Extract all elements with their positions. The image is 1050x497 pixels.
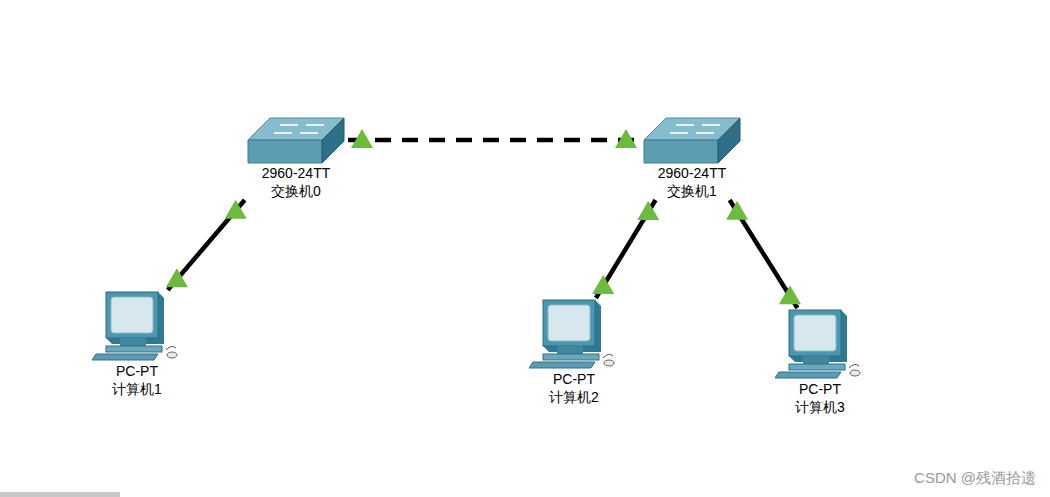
- link-light: [351, 129, 373, 148]
- link-light: [726, 201, 748, 220]
- device-name: 计算机1: [90, 380, 184, 398]
- switch-device: 2960-24TT交换机1: [640, 116, 744, 200]
- device-name: 计算机3: [773, 398, 867, 416]
- pc-icon: [775, 308, 865, 380]
- device-name: 计算机2: [527, 388, 621, 406]
- pc-device: PC-PT计算机2: [527, 298, 621, 406]
- device-model: PC-PT: [773, 380, 867, 398]
- link-light: [637, 201, 659, 220]
- link-light: [225, 200, 247, 219]
- pc-icon: [92, 290, 182, 362]
- scrollbar: [0, 492, 120, 497]
- device-name: 交换机1: [640, 182, 744, 200]
- crossover-cable: [348, 138, 640, 143]
- device-name: 交换机0: [244, 182, 348, 200]
- device-model: 2960-24TT: [244, 164, 348, 182]
- pc-device: PC-PT计算机3: [773, 308, 867, 416]
- device-model: PC-PT: [527, 370, 621, 388]
- pc-icon: [529, 298, 619, 370]
- link-light: [166, 268, 188, 287]
- pc-device: PC-PT计算机1: [90, 290, 184, 398]
- device-model: 2960-24TT: [640, 164, 744, 182]
- link-light: [592, 275, 614, 294]
- link-light: [779, 285, 801, 304]
- switch-icon: [642, 116, 742, 164]
- device-model: PC-PT: [90, 362, 184, 380]
- watermark: CSDN @残酒拾遗: [914, 469, 1036, 488]
- switch-icon: [246, 116, 346, 164]
- switch-device: 2960-24TT交换机0: [244, 116, 348, 200]
- link-light: [615, 129, 637, 148]
